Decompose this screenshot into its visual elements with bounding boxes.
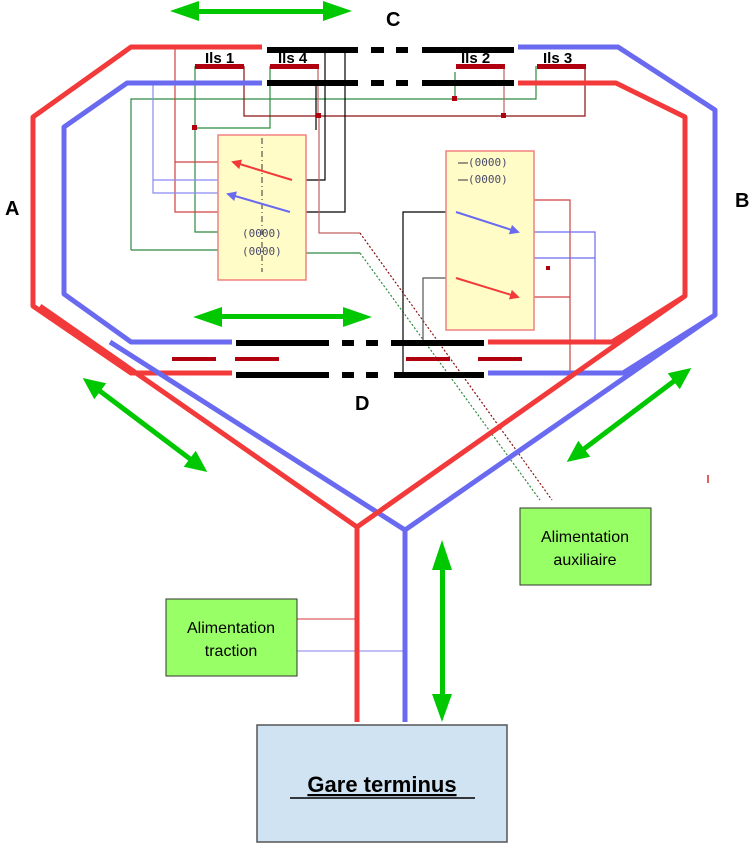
relay-right: (0000) (0000) <box>445 150 535 331</box>
traction-power-line2: traction <box>205 643 257 660</box>
ils-1-label: Ils 1 <box>205 50 234 67</box>
terminus-station-label: Gare terminus <box>307 772 456 797</box>
wire-blue-right <box>522 231 596 342</box>
ils-3-bar <box>537 64 586 69</box>
rail-blue-inner-a <box>61 80 262 345</box>
traction-power-line1: Alimentation <box>187 620 275 637</box>
direction-arrows <box>82 1 692 722</box>
double-arrow-d <box>193 307 372 327</box>
section-d-isolated <box>236 340 484 378</box>
rail-blue-diag-right <box>403 312 717 533</box>
wire-black-d-2 <box>422 277 452 342</box>
relay-left-coil-2: (0000) <box>242 245 282 258</box>
double-arrow-a-diagonal <box>82 378 208 472</box>
ils-1-bar <box>195 64 244 69</box>
ils-2-label: Ils 2 <box>461 50 490 67</box>
junction-dots <box>192 96 709 483</box>
wire-red-right <box>520 199 571 373</box>
double-arrow-c <box>170 1 352 21</box>
junction-dot <box>192 125 197 130</box>
track-rails <box>30 44 718 722</box>
rail-blue-outer-b <box>488 44 718 376</box>
junction-dot <box>501 113 506 118</box>
ils-4-label: Ils 4 <box>278 50 308 67</box>
relay-left: (0000) (0000) <box>217 134 307 281</box>
wire-green-ils3 <box>455 66 537 100</box>
section-label-b: B <box>735 190 749 212</box>
ils-3-label: Ils 3 <box>543 50 572 67</box>
auxiliary-power-line1: Alimentation <box>541 529 629 546</box>
section-label-d: D <box>355 393 369 415</box>
double-arrow-vertical <box>432 540 452 722</box>
wire-red-coil <box>318 116 360 234</box>
terminus-station-body <box>256 724 508 843</box>
traction-power-box-body <box>165 598 298 677</box>
relay-right-body <box>445 150 535 331</box>
wire-red-left-a <box>174 47 225 213</box>
auxiliary-power-box-body <box>519 507 652 586</box>
wire-black-d-1 <box>402 211 452 373</box>
section-label-a: A <box>5 198 19 220</box>
wire-aux-darkred <box>359 232 553 501</box>
stray-mark <box>707 475 709 483</box>
traction-power-box: Alimentation traction <box>165 598 298 677</box>
rail-red-outer-a <box>30 44 262 376</box>
wire-green-ils1-ils4 <box>194 66 271 129</box>
auxiliary-power-box: Alimentation auxiliaire <box>519 507 652 586</box>
relay-right-coil-1: (0000) <box>468 156 508 169</box>
auxiliary-power-line2: auxiliaire <box>553 552 616 569</box>
junction-dot <box>452 96 457 101</box>
ils-2-bar <box>456 64 505 69</box>
junction-dot <box>546 266 550 270</box>
rail-red-diag-right <box>355 293 687 530</box>
control-wiring <box>130 47 596 652</box>
double-arrow-b-diagonal <box>566 368 692 462</box>
relay-left-contact-red <box>231 159 293 181</box>
section-c-isolated <box>267 47 514 86</box>
relay-right-contact-blue <box>455 211 520 235</box>
wire-blue-left-a <box>152 83 225 194</box>
ils-sensors: Ils 1 Ils 4 Ils 2 Ils 3 <box>195 50 586 69</box>
relay-right-contact-red <box>455 277 520 300</box>
relay-right-coil-2: (0000) <box>468 173 508 186</box>
relay-left-coil-1: (0000) <box>242 227 282 240</box>
rail-red-inner-b <box>488 80 688 345</box>
section-label-c: C <box>386 9 400 31</box>
wire-black-c-2 <box>292 47 346 213</box>
relay-left-contact-blue <box>226 191 291 213</box>
ils-4-bar <box>270 64 319 69</box>
terminus-station: Gare terminus <box>256 724 508 843</box>
wire-darkred-bus <box>243 66 586 117</box>
junction-dot <box>316 113 321 118</box>
